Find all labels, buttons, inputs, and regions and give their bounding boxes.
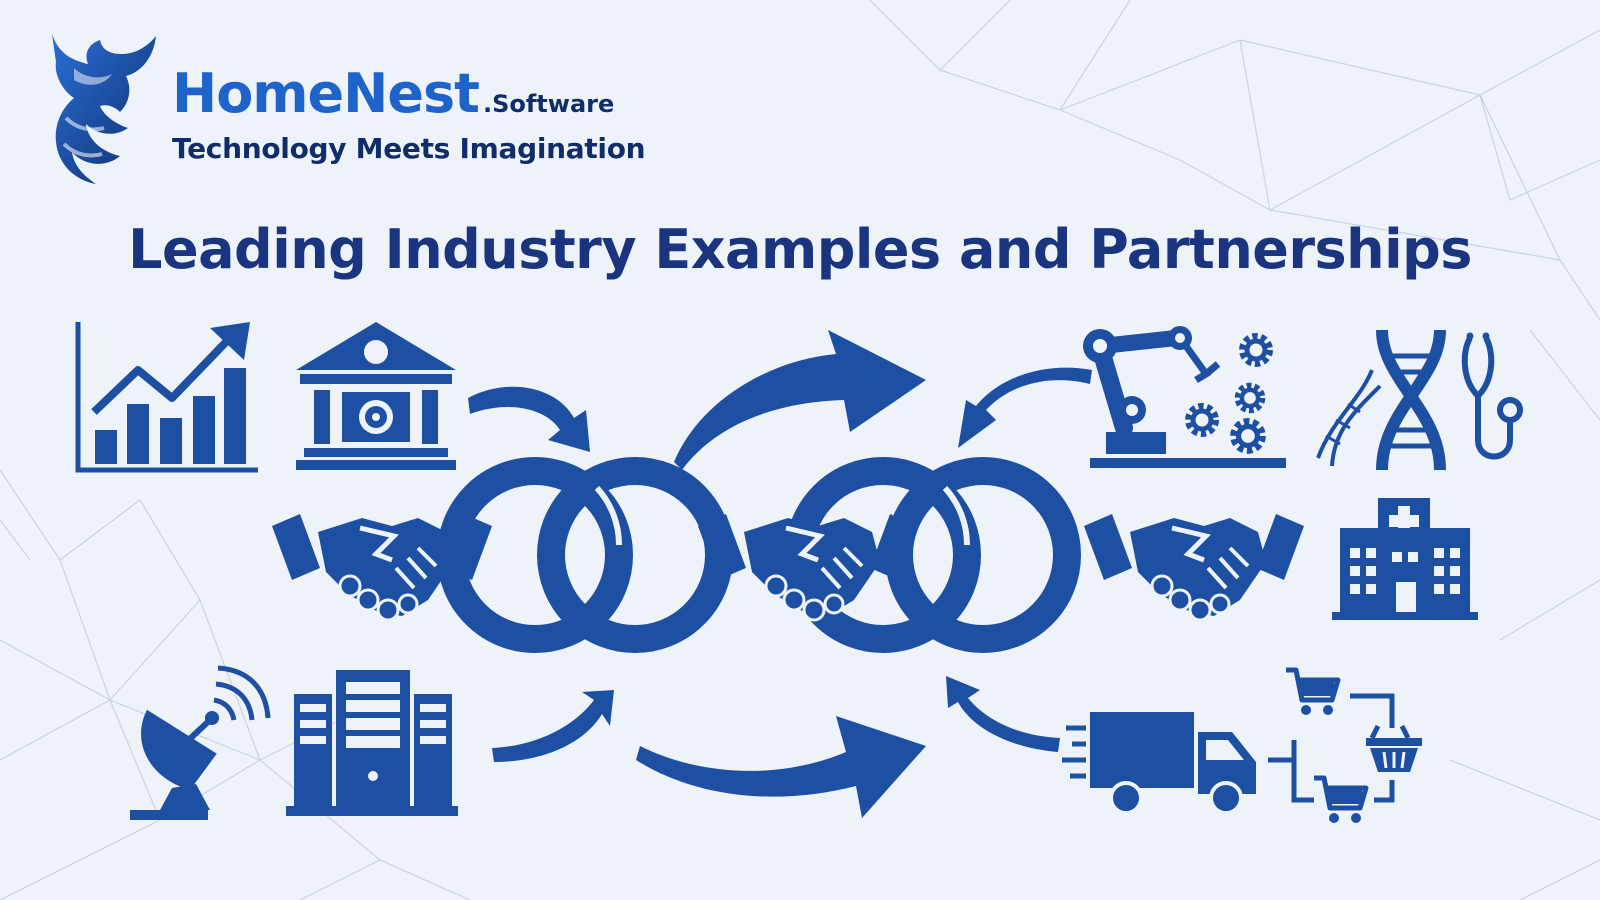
brand-name: HomeNest [172, 62, 480, 125]
shopping-basket-icon [1366, 724, 1422, 772]
gears-icon [1189, 337, 1269, 450]
page-title: Leading Industry Examples and Partnershi… [128, 218, 1472, 281]
brand-wordmark: HomeNest.Software [172, 58, 614, 130]
delivery-truck-icon [1062, 712, 1256, 815]
brand-tagline: Technology Meets Imagination [172, 132, 646, 165]
connector-lines [1268, 693, 1395, 803]
stethoscope-icon [1461, 332, 1523, 460]
dna-icon [1316, 329, 1446, 471]
robotic-arm-icon [1083, 326, 1286, 468]
server-rack-icon [286, 670, 458, 816]
hospital-icon [1332, 498, 1478, 620]
brand-suffix: .Software [482, 90, 615, 118]
bank-icon [296, 322, 456, 470]
handshake-icon [272, 514, 1304, 620]
arrow-icon [468, 330, 1092, 818]
homenest-logo-icon [52, 34, 156, 184]
growth-chart-icon [75, 322, 258, 473]
satellite-dish-icon [130, 665, 271, 820]
